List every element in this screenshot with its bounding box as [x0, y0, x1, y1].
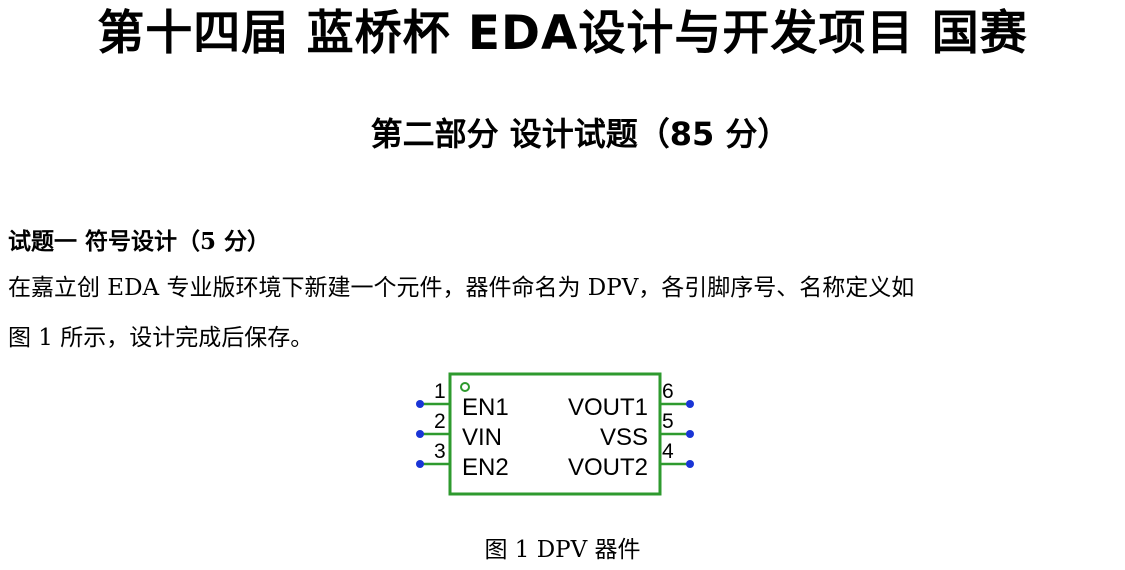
pin-1-name: EN1: [462, 394, 509, 421]
pin-5-name: VSS: [600, 424, 648, 451]
question-text-line-2: 图 1 所示，设计完成后保存。: [8, 325, 314, 351]
question-text-line-1: 在嘉立创 EDA 专业版环境下新建一个元件，器件命名为 DPV，各引脚序号、名称…: [8, 275, 915, 301]
pin-4-endpoint: [686, 460, 694, 468]
pin-2-name: VIN: [462, 424, 502, 451]
question-heading: 试题一 符号设计（5 分）: [8, 228, 271, 255]
pin-1-endpoint: [416, 400, 424, 408]
pin-6-endpoint: [686, 400, 694, 408]
pin-3-name: EN2: [462, 454, 509, 481]
pin-2-endpoint: [416, 430, 424, 438]
pin-4-name: VOUT2: [568, 454, 648, 481]
pin-1-number: 1: [434, 380, 446, 403]
pin-5-number: 5: [662, 410, 674, 433]
document-title: 第十四届 蓝桥杯 EDA设计与开发项目 国赛: [97, 6, 1028, 61]
pin-2-number: 2: [434, 410, 446, 433]
pin1-indicator-circle: [460, 382, 470, 392]
pin-3-endpoint: [416, 460, 424, 468]
pin-3-number: 3: [434, 440, 446, 463]
part-title: 第二部分 设计试题（85 分）: [370, 115, 790, 153]
pin-6-name: VOUT1: [568, 394, 648, 421]
pin-4-number: 4: [662, 440, 674, 463]
pin-6-number: 6: [662, 380, 674, 403]
figure-caption: 图 1 DPV 器件: [484, 537, 641, 563]
pin-5-endpoint: [686, 430, 694, 438]
dpv-schematic-symbol: 1 EN1 2 VIN 3 EN2 6 VOUT1 5 VSS 4 VOUT2: [416, 372, 694, 496]
